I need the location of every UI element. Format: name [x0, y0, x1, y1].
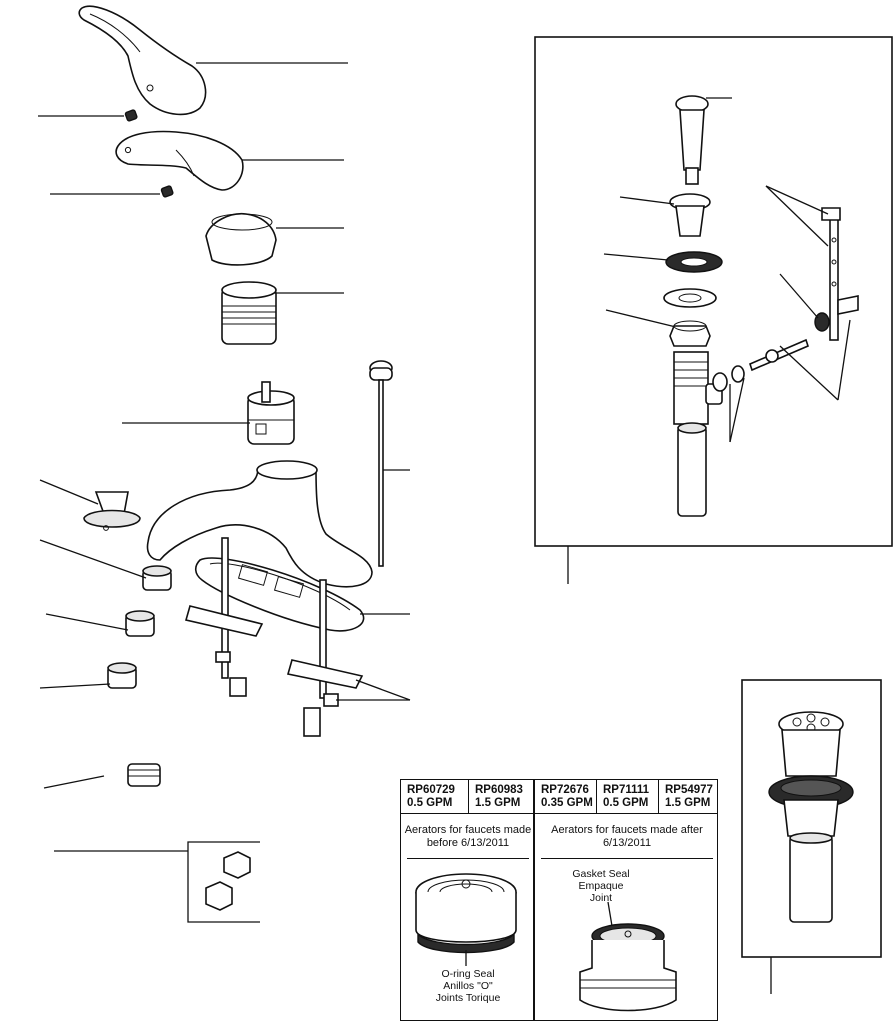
lift-rod — [369, 360, 393, 567]
lower-handle — [115, 130, 244, 191]
hex-nuts-box — [54, 841, 260, 923]
aerator-1 — [142, 565, 172, 591]
drain-flange — [669, 193, 711, 237]
oring-seal-line: O-ring Seal — [441, 968, 495, 980]
friction-washer — [663, 288, 717, 308]
pivot-ball-parts — [712, 312, 830, 392]
extension-strap — [821, 207, 859, 341]
cartridge — [247, 381, 295, 445]
aerator-flow-rate: 0.35 GPM — [541, 797, 593, 809]
aerator-flow-rate: 0.5 GPM — [407, 797, 453, 809]
aerator-flow-rate: 0.5 GPM — [603, 797, 649, 809]
leader-stud-nuts-b — [355, 679, 411, 701]
set-screw-2 — [160, 185, 174, 198]
bonnet-nut — [221, 281, 277, 345]
faucet-body — [146, 460, 373, 588]
set-screw-1 — [124, 109, 138, 122]
aerator-part-cell: RP71111 0.5 GPM — [597, 780, 659, 813]
gasket-seal-line: Empaque — [578, 880, 624, 892]
gasket-seal-line: Joint — [589, 892, 613, 904]
aerator-before-column — [401, 814, 535, 1020]
leader-strap-a — [765, 185, 829, 215]
mounting-studs — [221, 537, 327, 699]
leader-drain-flange — [619, 196, 675, 205]
leader-pivot-parts-b — [729, 377, 745, 443]
leader-friction-washer — [605, 309, 681, 329]
leader-aerator-3 — [39, 683, 111, 689]
aerator-part-number: RP60983 — [475, 784, 523, 796]
grid-drain-frame — [741, 679, 882, 958]
aerator-after-rule — [541, 858, 713, 859]
aerator-flow-rate: 1.5 GPM — [665, 797, 711, 809]
upper-handle — [78, 5, 207, 116]
drain-body — [673, 351, 723, 425]
gasket-seal-label: Gasket Seal Empaque Joint — [561, 868, 641, 904]
aerator-table: RP60729 0.5 GPM RP60983 1.5 GPM RP72676 … — [400, 779, 718, 1021]
leader-aerator-1 — [39, 539, 147, 579]
aerator-part-cell: RP54977 1.5 GPM — [659, 780, 716, 813]
aerator-3 — [107, 662, 137, 689]
aerator-part-cell: RP72676 0.35 GPM — [535, 780, 597, 813]
black-gasket — [665, 251, 723, 273]
leader-aerator-adapter — [43, 775, 105, 789]
grid-drain — [768, 711, 854, 923]
leader-spring-clip — [779, 273, 819, 319]
aerator-part-number: RP72676 — [541, 784, 589, 796]
aerator-part-cell: RP60729 0.5 GPM — [401, 780, 469, 813]
leader-seat-spring — [39, 479, 99, 505]
aerator-before-title: Aerators for faucets made before 6/13/20… — [404, 824, 532, 849]
aerator-part-number: RP71111 — [603, 784, 650, 796]
leader-aerator-2 — [45, 613, 129, 631]
aerator-part-number: RP54977 — [665, 784, 713, 796]
aerator-adapter — [127, 763, 161, 787]
leader-pivot-nut — [837, 319, 851, 401]
aerator-2 — [125, 610, 155, 637]
lock-nut — [669, 320, 711, 347]
bonnet-cap — [205, 212, 277, 266]
seat-spring — [83, 491, 141, 531]
popup-stopper — [675, 95, 709, 185]
popup-drain-frame — [534, 36, 893, 547]
mounting-plates — [184, 605, 364, 689]
stud-nuts — [215, 651, 339, 737]
leader-pivot-rod — [779, 345, 839, 401]
aerator-part-cell: RP60983 1.5 GPM — [469, 780, 535, 813]
aerator-part-number: RP60729 — [407, 784, 455, 796]
aerator-flow-rate: 1.5 GPM — [475, 797, 521, 809]
gasket-seal-line: Gasket Seal — [572, 868, 630, 880]
tailpiece — [677, 422, 707, 517]
leader-strap-b — [765, 185, 829, 247]
oring-seal-line: Joints Torique — [435, 992, 501, 1004]
aerator-part-row: RP60729 0.5 GPM RP60983 1.5 GPM RP72676 … — [401, 780, 717, 814]
leader-black-gasket — [603, 253, 669, 261]
oring-seal-label: O-ring Seal Anillos "O" Joints Torique — [423, 968, 513, 1004]
aerator-after-title: Aerators for faucets made after 6/13/201… — [551, 824, 703, 849]
gasket-aerator-illustration — [579, 901, 677, 1012]
oring-aerator-illustration — [415, 873, 517, 966]
aerator-before-rule — [407, 858, 529, 859]
oring-seal-line: Anillos "O" — [443, 980, 493, 992]
